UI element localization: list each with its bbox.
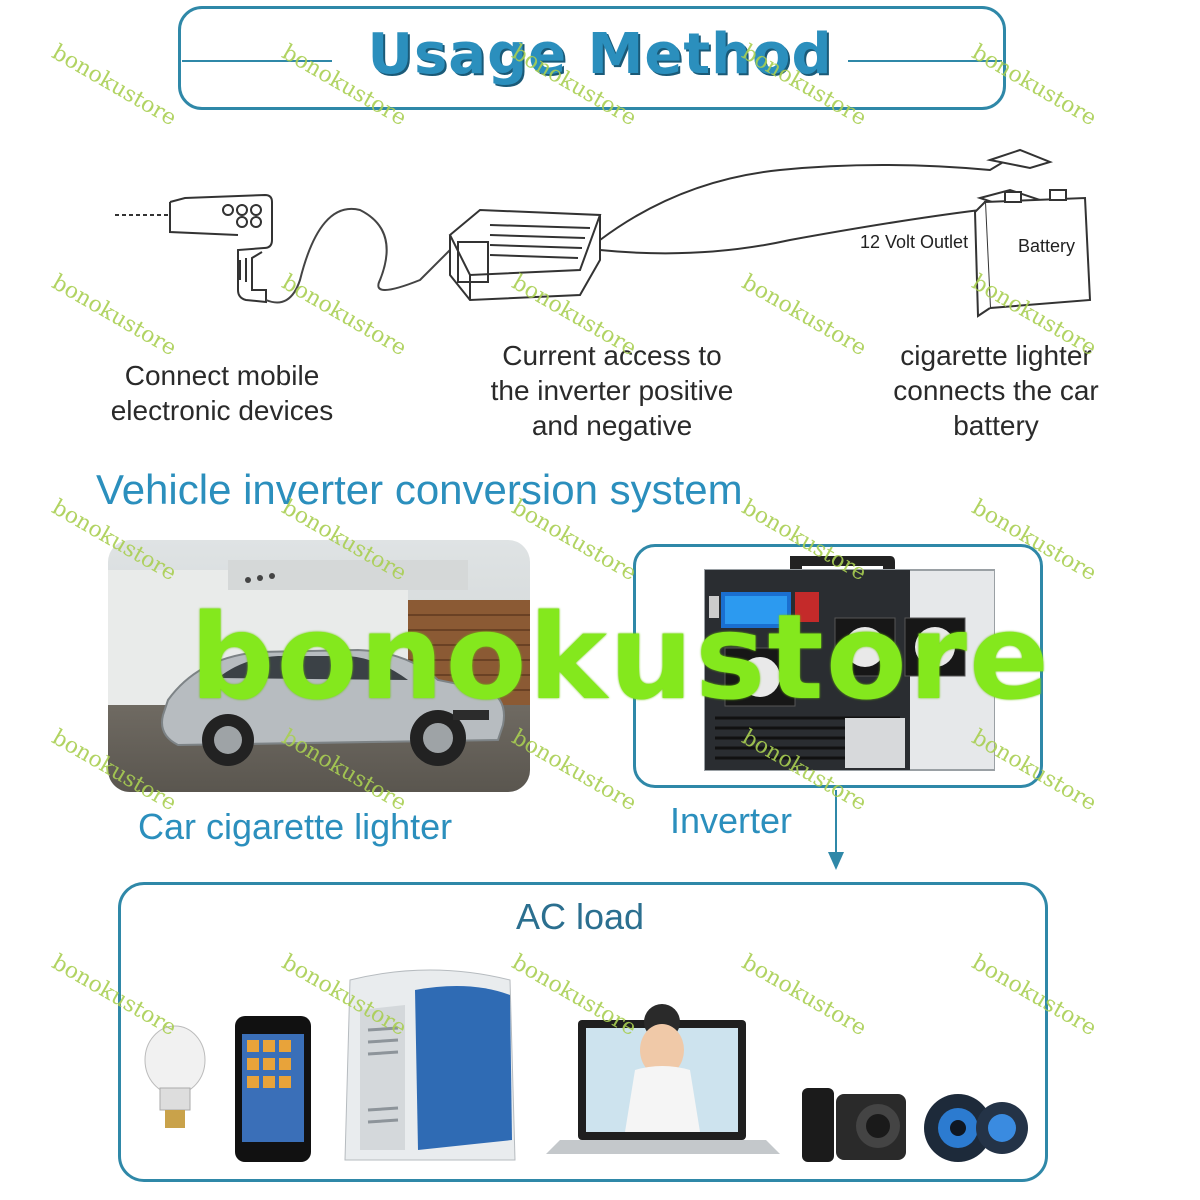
inverter-caption: Inverter — [670, 800, 793, 841]
car-photo — [108, 540, 530, 792]
mini-fridge-icon — [344, 969, 516, 1161]
step-1-label: Connect mobile electronic devices — [42, 358, 402, 428]
step-3-label: cigarette lighter connects the car batte… — [816, 338, 1176, 443]
ac-load-label: AC load — [515, 896, 645, 937]
light-bulb-icon — [144, 1025, 206, 1128]
battery-icon — [973, 189, 1092, 318]
cable-icon — [265, 207, 451, 304]
step-2-label: Current access to the inverter positive … — [432, 338, 792, 443]
laptop-icon — [546, 1004, 780, 1154]
inverter-sketch-icon — [448, 208, 602, 302]
outlet-label: 12 Volt Outlet — [860, 232, 969, 252]
step-1-line-2: electronic devices — [110, 395, 334, 426]
speaker-icon — [802, 1088, 906, 1162]
cable-icon — [599, 209, 981, 255]
title-rule-left — [182, 60, 332, 62]
page-title: Usage Method — [367, 22, 833, 87]
drill-icon — [115, 193, 273, 304]
wiring-diagram — [115, 148, 1092, 318]
system-heading: Vehicle inverter conversion system — [96, 466, 743, 513]
step-1-line-1: Connect mobile — [124, 360, 320, 391]
ac-load-devices — [144, 969, 1028, 1162]
ac-load-frame — [118, 882, 1048, 1182]
step-3-line-2: connects the car — [893, 375, 1099, 406]
title-rule-right — [848, 60, 1002, 62]
car-icon — [108, 540, 530, 792]
cable-icon — [599, 157, 1011, 241]
smartphone-icon — [235, 1016, 311, 1162]
step-3-line-1: cigarette lighter — [900, 340, 1092, 371]
arrow-down-icon — [828, 790, 844, 870]
inverter-icon — [704, 556, 995, 771]
inverter-frame — [633, 544, 1043, 788]
watermark-text: bonokustore — [47, 40, 181, 132]
step-2-line-1: Current access to — [502, 340, 722, 371]
car-speaker-icon — [924, 1094, 1028, 1162]
step-3-line-3: battery — [953, 410, 1039, 441]
car-caption: Car cigarette lighter — [138, 806, 453, 847]
title-frame — [178, 6, 1006, 110]
battery-label: Battery — [1018, 236, 1076, 256]
step-2-line-2: the inverter positive — [490, 375, 734, 406]
step-2-line-3: and negative — [531, 410, 693, 441]
